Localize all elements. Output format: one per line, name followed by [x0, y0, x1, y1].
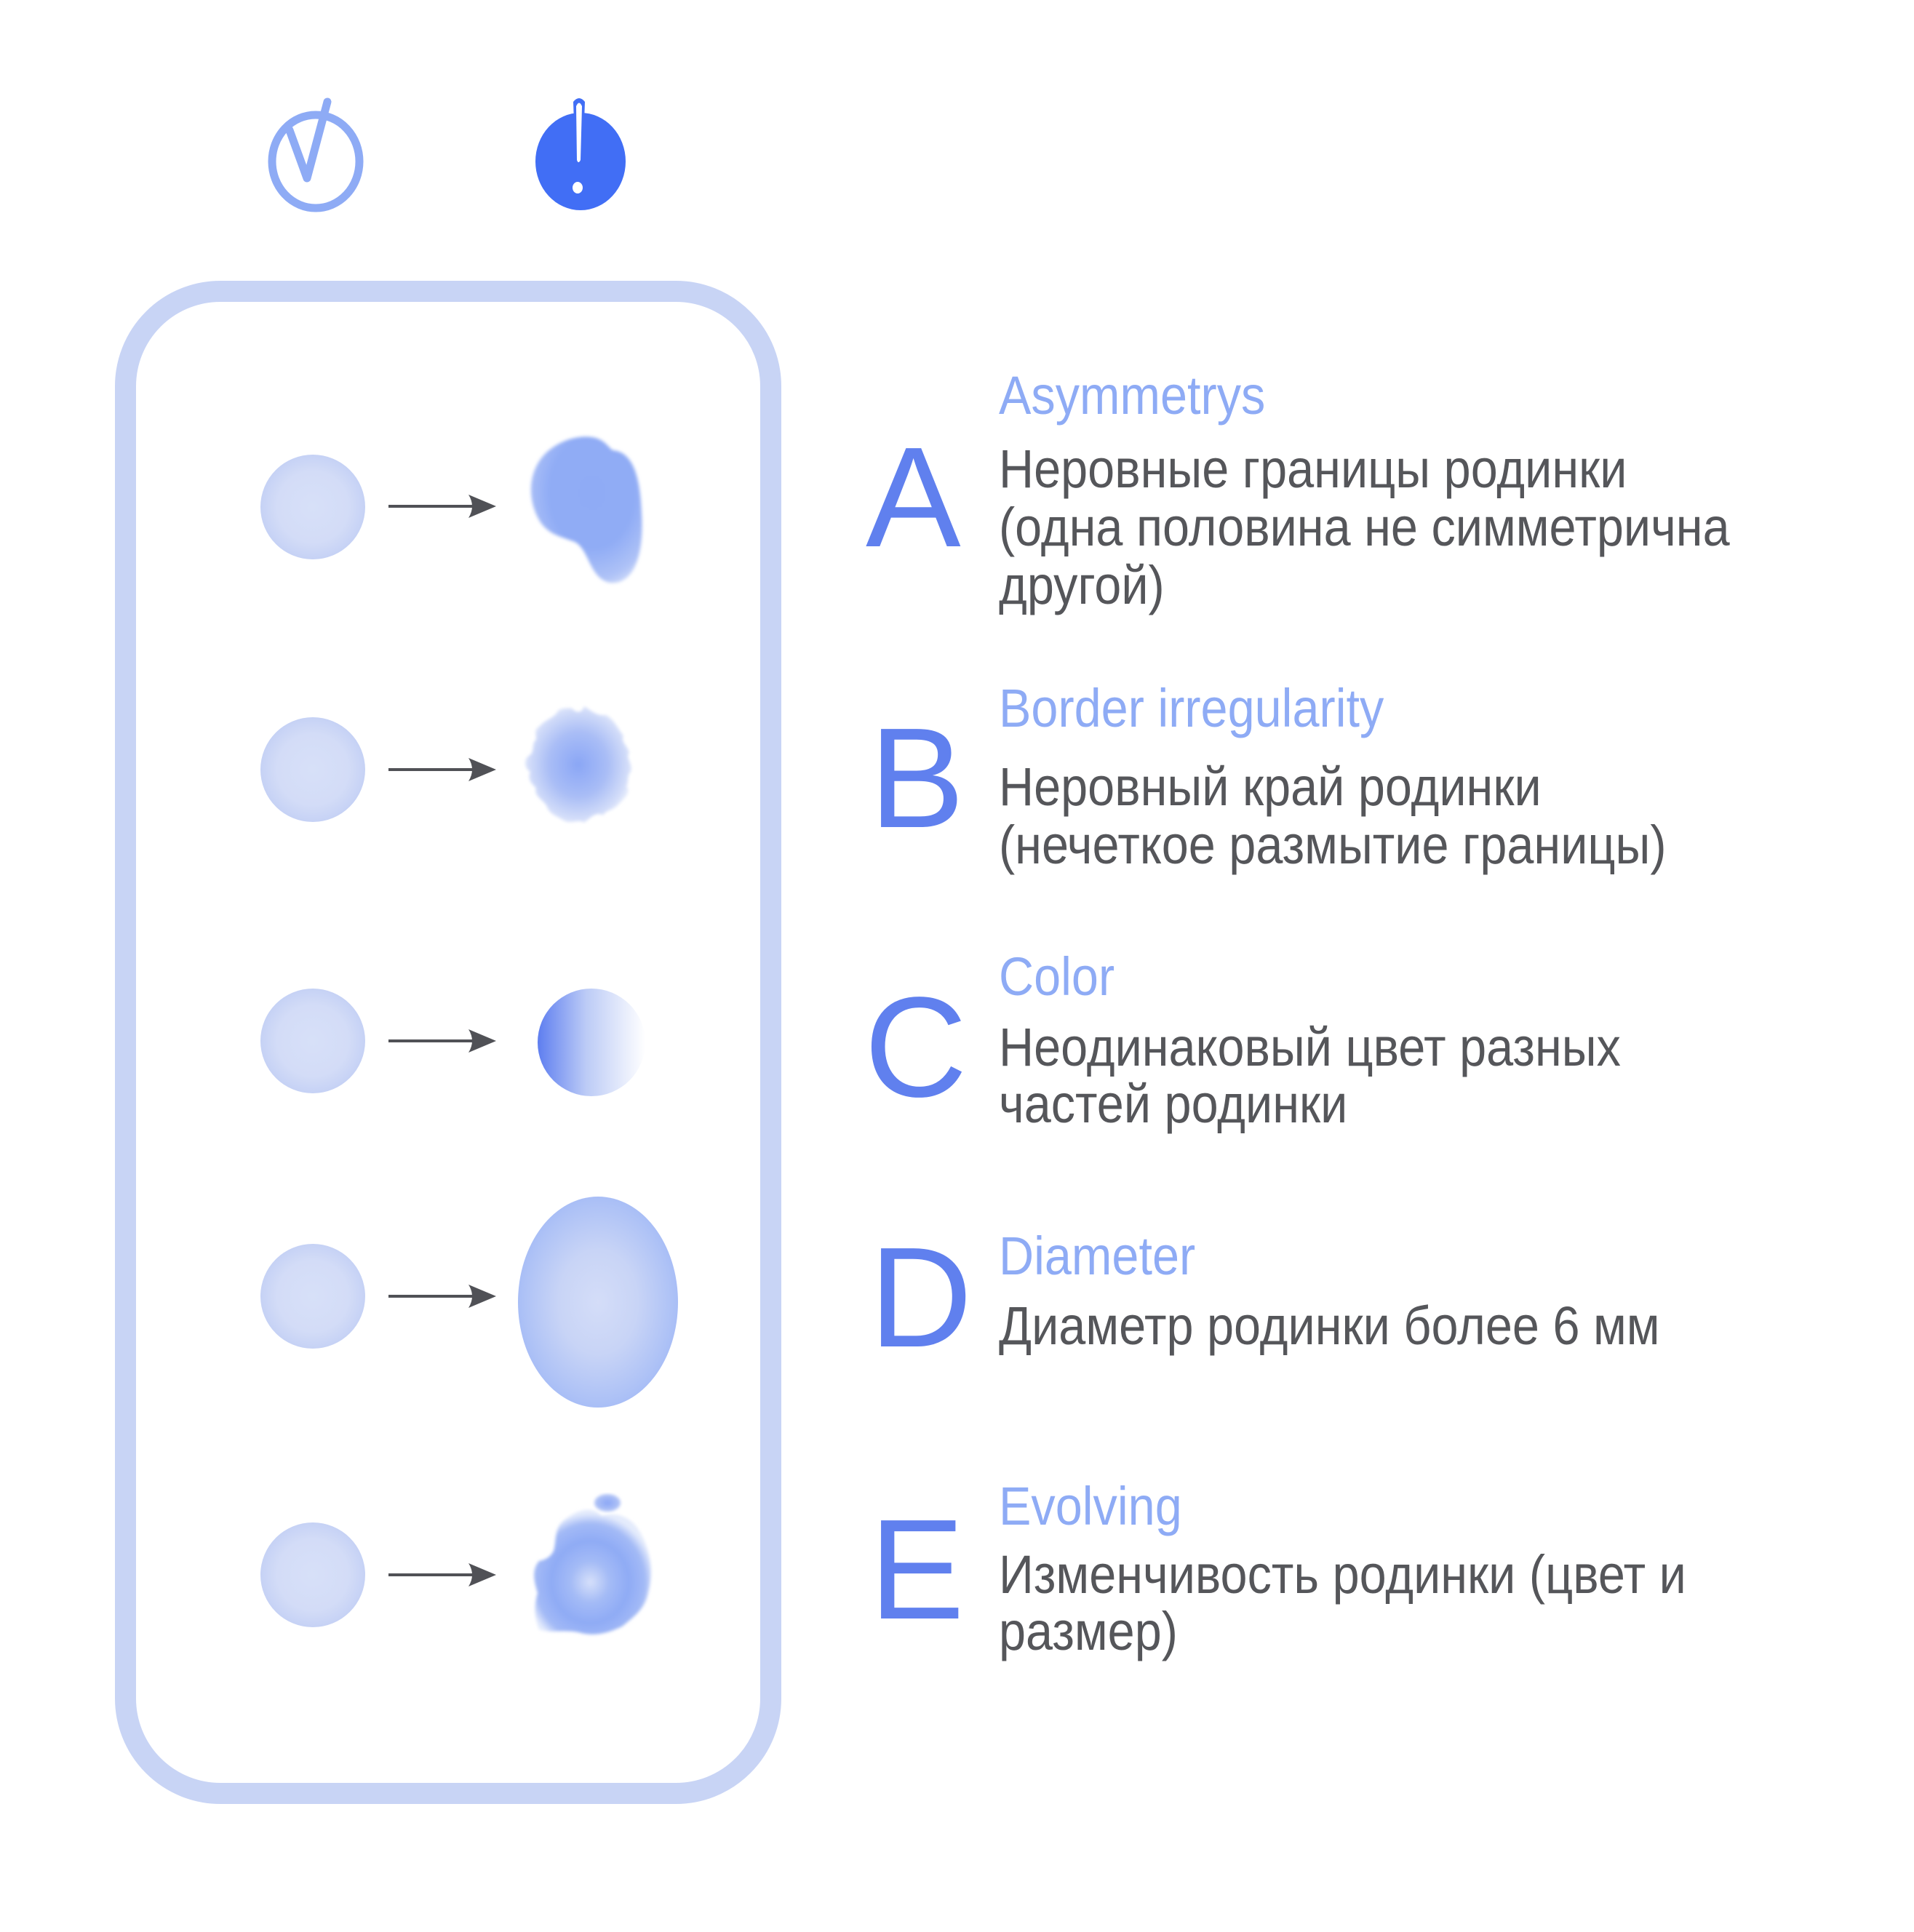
normal-mole-check-icon [265, 95, 370, 215]
criterion-desc-e-line-2: размер) [999, 1601, 1178, 1661]
criterion-desc-c-line-1: Неодинаковый цвет разных [999, 1017, 1621, 1077]
criterion-title-color: Color [999, 946, 1115, 1007]
jagged-border-mole [525, 706, 631, 823]
warning-exclamation-icon [531, 95, 633, 215]
normal-mole-d [260, 1244, 365, 1349]
normal-mole-b [260, 717, 365, 822]
letter-a: A [866, 418, 961, 577]
arrow-icon [388, 758, 496, 781]
criterion-desc-b-line-2: (нечеткое размытие границы) [999, 815, 1667, 875]
asymmetric-mole [530, 436, 642, 583]
criterion-desc-a-line-1: Неровные границы родинки [999, 439, 1627, 499]
criterion-desc-a-line-3: другой) [999, 555, 1165, 615]
arrow-icon [388, 1029, 496, 1053]
criterion-desc-d-line-1: Диаметр родинки более 6 мм [999, 1296, 1660, 1356]
criterion-title-border: Border irregularity [999, 678, 1384, 738]
criterion-title-diameter: Diameter [999, 1226, 1196, 1286]
letter-b: B [869, 698, 965, 858]
arrow-icon [388, 495, 496, 518]
evolving-mole [534, 1494, 651, 1634]
normal-mole-a [260, 455, 365, 559]
normal-mole-e [260, 1522, 365, 1627]
two-tone-color-mole [538, 989, 645, 1096]
letter-c: C [864, 967, 968, 1127]
criterion-title-evolving: Evolving [999, 1476, 1182, 1536]
letter-e: E [869, 1490, 965, 1649]
normal-mole-c [260, 989, 365, 1093]
letter-d: D [869, 1218, 973, 1377]
criterion-desc-b-line-1: Неровный край родинки [999, 757, 1542, 817]
arrow-icon [388, 1563, 496, 1586]
arrow-icon [388, 1285, 496, 1308]
criterion-desc-c-line-2: частей родинки [999, 1074, 1348, 1134]
criterion-desc-e-line-1: Изменчивость родинки (цвет и [999, 1544, 1686, 1605]
moles-comparison-frame [115, 281, 781, 1804]
large-diameter-mole [518, 1197, 678, 1408]
criterion-title-asymmetry: Asymmetrys [999, 365, 1266, 426]
criterion-desc-a-line-2: (одна половина не симметрична [999, 497, 1730, 557]
